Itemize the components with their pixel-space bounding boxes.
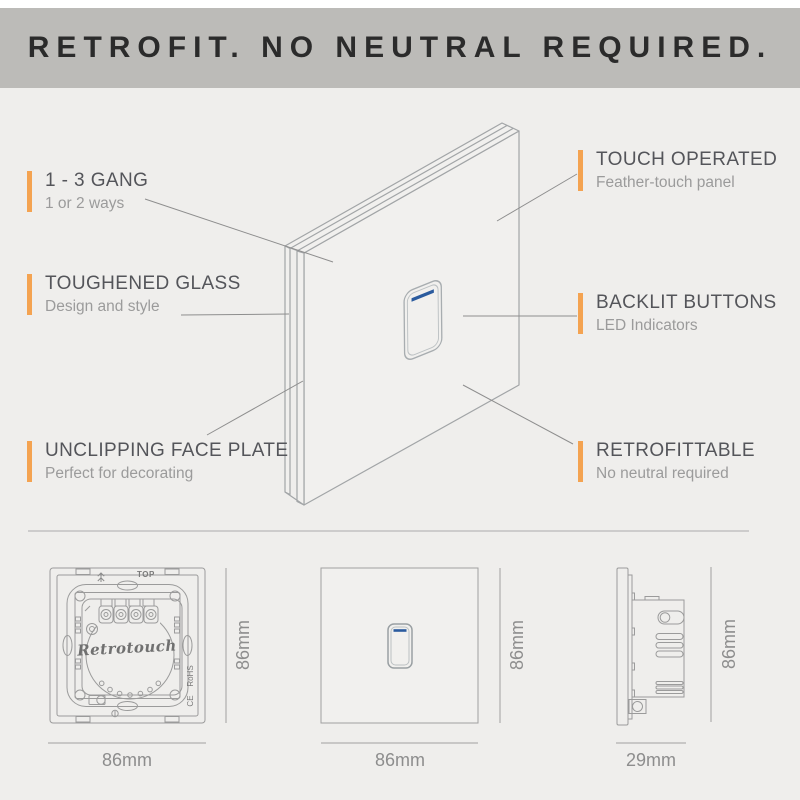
rohs-marking: RoHS bbox=[186, 665, 195, 687]
accent-bar bbox=[578, 150, 583, 191]
front-view-width-label: 86mm bbox=[374, 750, 425, 770]
back-view-height-label: 86mm bbox=[233, 620, 253, 671]
side-view-width-label: 29mm bbox=[625, 750, 676, 770]
callout-faceplate: UNCLIPPING FACE PLATE Perfect for decora… bbox=[27, 440, 289, 482]
callout-gang: 1 - 3 GANG 1 or 2 ways bbox=[27, 170, 149, 212]
page-title: RETROFIT. NO NEUTRAL REQUIRED. bbox=[27, 31, 773, 64]
callout-subtitle: 1 or 2 ways bbox=[45, 194, 125, 212]
callout-title: UNCLIPPING FACE PLATE bbox=[45, 440, 289, 461]
side-view-height-label: 86mm bbox=[719, 619, 739, 670]
callout-touch: TOUCH OPERATED Feather-touch panel bbox=[578, 149, 778, 191]
callout-backlit: BACKLIT BUTTONS LED Indicators bbox=[578, 292, 777, 334]
accent-bar bbox=[27, 441, 32, 482]
touch-button-graphic bbox=[403, 280, 443, 360]
callout-glass: TOUGHENED GLASS Design and style bbox=[27, 273, 241, 315]
callout-title: TOUCH OPERATED bbox=[596, 149, 778, 170]
front-touch-button-graphic bbox=[387, 623, 413, 669]
callout-title: RETROFITTABLE bbox=[596, 440, 755, 461]
top-marking: TOP bbox=[137, 570, 155, 579]
callout-subtitle: No neutral required bbox=[596, 464, 729, 482]
accent-bar bbox=[578, 293, 583, 334]
back-view-drawing bbox=[49, 567, 206, 724]
callout-subtitle: LED Indicators bbox=[596, 316, 698, 334]
callout-title: TOUGHENED GLASS bbox=[45, 273, 241, 294]
accent-bar bbox=[578, 441, 583, 482]
callout-subtitle: Perfect for decorating bbox=[45, 464, 194, 482]
accent-bar bbox=[27, 171, 32, 212]
top-arrow-icon bbox=[97, 572, 105, 582]
led-indicator-graphic bbox=[411, 289, 434, 302]
switch-3d-illustration bbox=[284, 122, 520, 506]
callout-title: 1 - 3 GANG bbox=[45, 170, 149, 191]
dimension-lines bbox=[48, 567, 712, 744]
side-view-drawing bbox=[616, 567, 685, 726]
callout-retrofit: RETROFITTABLE No neutral required bbox=[578, 440, 755, 482]
callout-subtitle: Design and style bbox=[45, 297, 160, 315]
back-view-width-label: 86mm bbox=[101, 750, 152, 770]
front-view-drawing bbox=[320, 567, 479, 724]
callout-subtitle: Feather-touch panel bbox=[596, 173, 735, 191]
accent-bar bbox=[27, 274, 32, 315]
connector-lines bbox=[144, 173, 578, 445]
ce-marking: CE bbox=[186, 695, 195, 707]
callout-title: BACKLIT BUTTONS bbox=[596, 292, 777, 313]
front-view-height-label: 86mm bbox=[507, 620, 527, 671]
header-band: RETROFIT. NO NEUTRAL REQUIRED. bbox=[0, 8, 800, 88]
